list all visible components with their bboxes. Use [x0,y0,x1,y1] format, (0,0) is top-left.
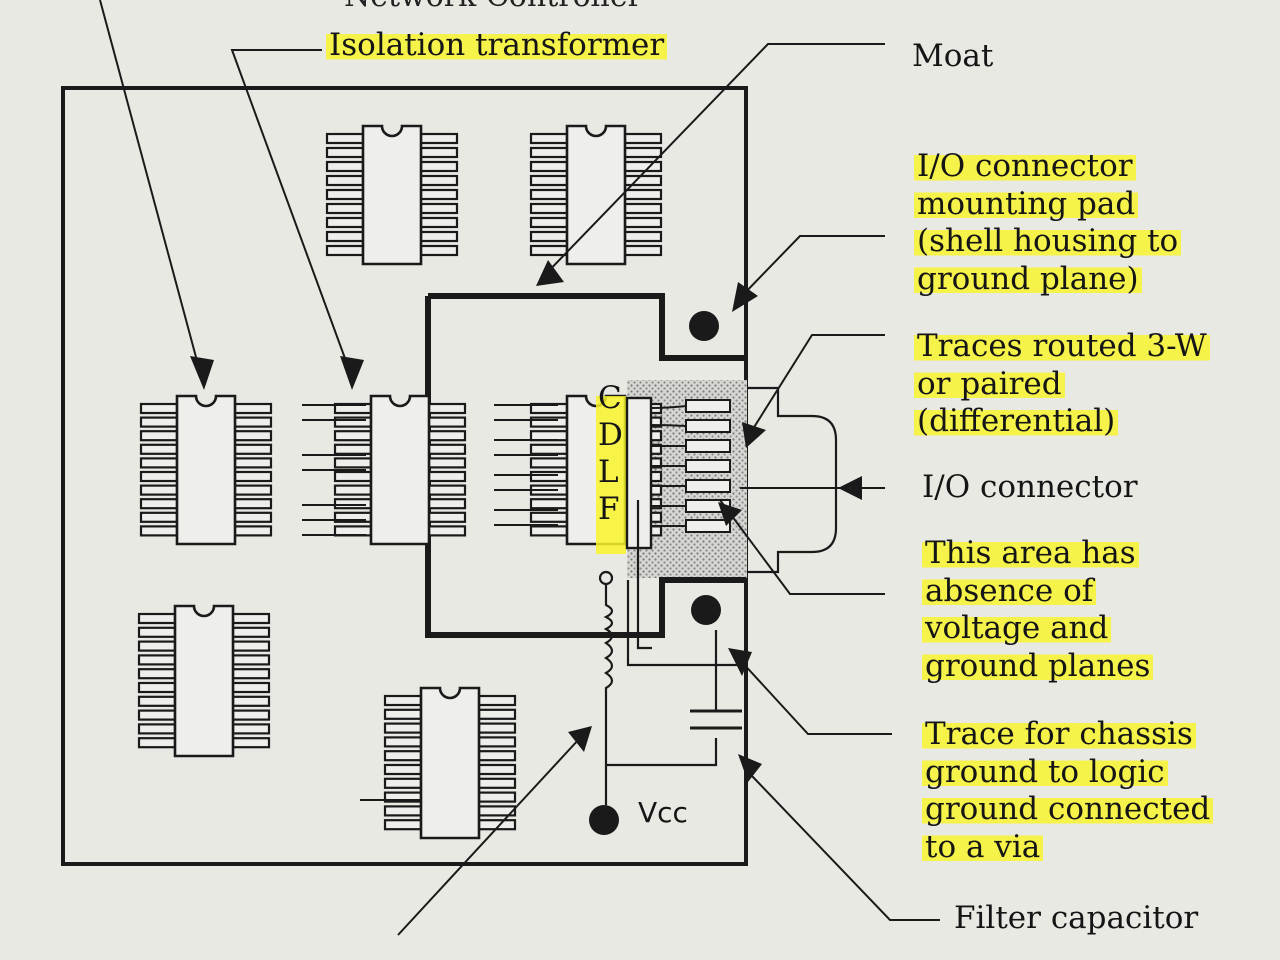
cdlf-filter-highlight [596,396,626,554]
supply-circuit [598,500,742,805]
cdlf-filter-block [625,396,653,550]
network-controller-title: Network Controller [344,0,642,16]
ground-pad-icon [589,805,619,835]
chassis-trace-label: Trace for chassis ground to logic ground… [922,716,1214,866]
ground-pad-icon [689,311,719,341]
leader-lines [99,0,940,936]
cdlf-label: C D L F [598,380,623,527]
signal-traces [302,404,558,536]
ic-chip-icon [333,394,467,546]
isolation-transformer-label: Isolation transformer [326,27,668,65]
io-connector-shell-icon [748,386,838,574]
moat-label: Moat [912,38,994,74]
io-connector-label: I/O connector [922,469,1138,505]
io-connector-pad-label: I/O connector mounting pad (shell housin… [914,148,1182,298]
ground-pad-icon [691,595,721,625]
traces-3w-label: Traces routed 3-W or paired (differentia… [914,328,1210,441]
ic-chip-icon [137,604,271,758]
absence-area-label: This area has absence of voltage and gro… [922,535,1154,685]
via-icon [598,570,614,586]
ic-chip-icon [325,124,459,266]
arrow-head-icon [190,260,862,782]
vcc-label: Vcc [638,796,688,829]
ic-chip-icon [529,124,663,266]
inductor-icon [603,584,614,805]
ic-chip-icon [139,394,273,546]
filter-capacitor-label: Filter capacitor [954,900,1199,936]
ic-chip-icon [383,686,517,840]
